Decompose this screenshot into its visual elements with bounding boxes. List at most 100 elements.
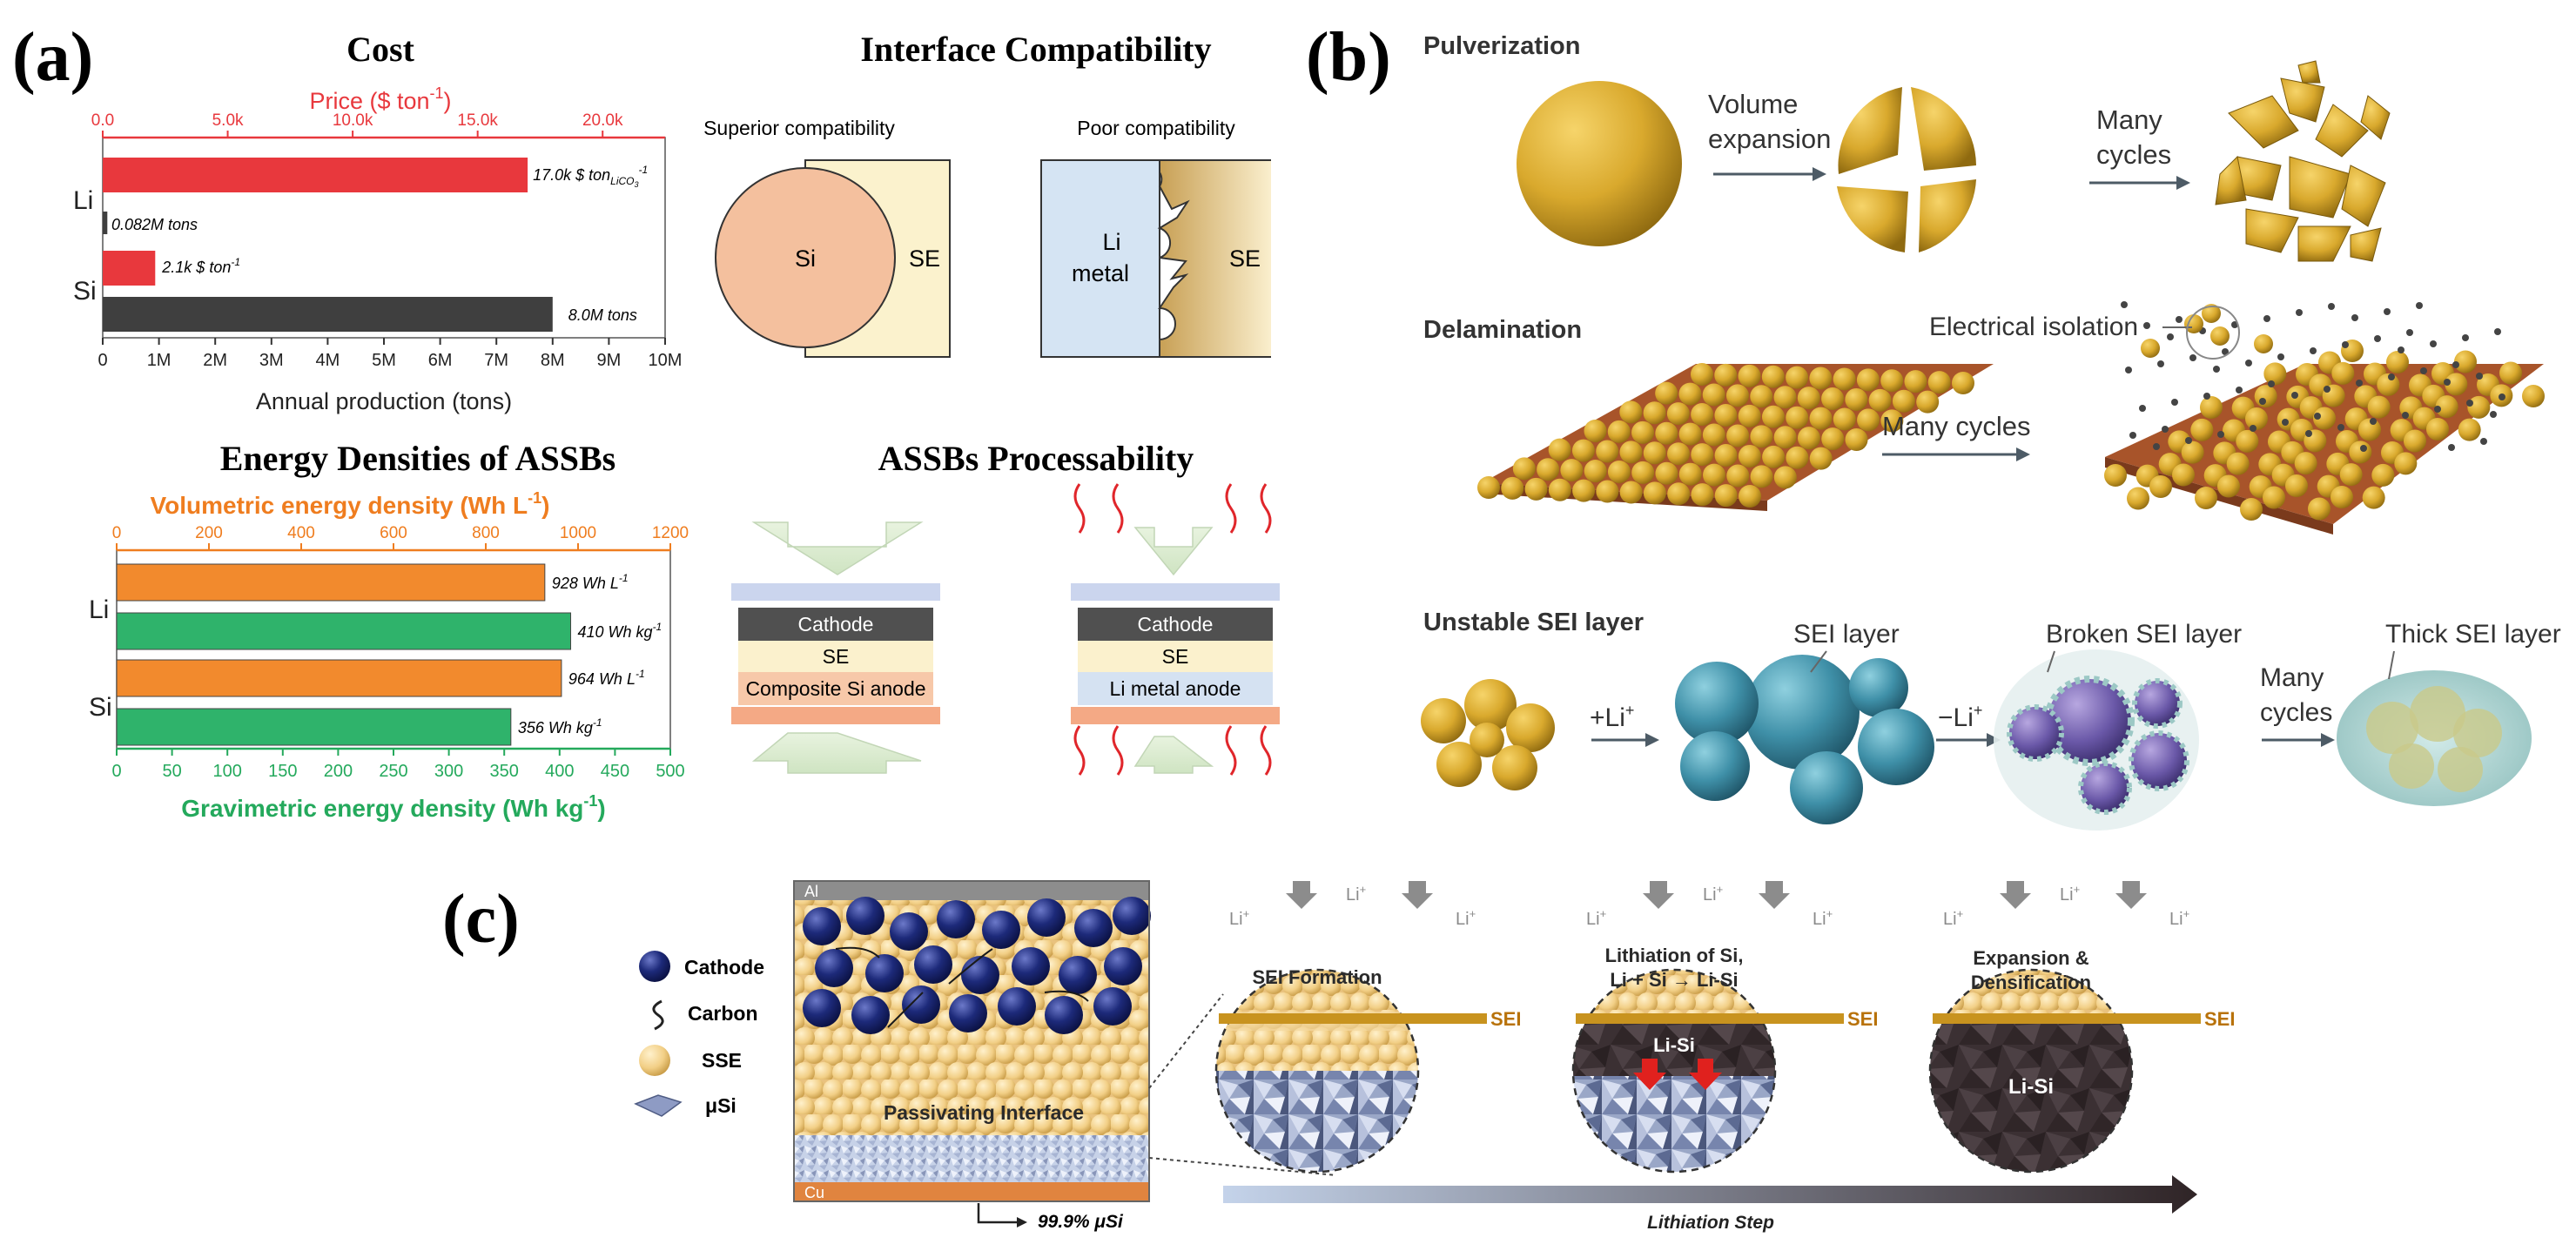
grav-tick-label: 400 [545, 762, 574, 781]
many-label: Many [2096, 104, 2162, 135]
panel-label-c: (c) [442, 881, 520, 958]
sei-band-1 [1219, 1013, 1487, 1024]
active-particle [1477, 476, 1500, 499]
cathode-label: Cathode [1138, 613, 1214, 636]
isolated-debris [2153, 443, 2160, 450]
cathode-particles [803, 897, 1151, 1034]
isolated-debris [2314, 413, 2321, 420]
active-particle [1750, 425, 1773, 448]
active-particle [1856, 368, 1880, 392]
leader-line [2388, 650, 2395, 680]
isolated-debris [2268, 380, 2275, 387]
broken-sei-label: Broken SEI layer [2046, 620, 2242, 649]
active-particle [1548, 478, 1571, 501]
cycled-particle [2349, 441, 2372, 464]
many-cycles-label-delamination: Many cycles [1882, 411, 2031, 441]
active-particle [1655, 461, 1678, 485]
isolated-debris [2282, 419, 2289, 426]
heat-wave-icon [1073, 725, 1086, 776]
isolated-debris [2189, 354, 2196, 361]
cost-title: Cost [346, 30, 414, 69]
cathode-particle [851, 996, 890, 1034]
price-tick-label: 5.0k [212, 111, 244, 130]
process-left-stack: Cathode SE Composite Si anode [731, 521, 940, 774]
superscript: + [1957, 907, 1964, 920]
isolated-debris [2416, 302, 2423, 309]
cycled-particle [2236, 429, 2259, 453]
isolated-debris [2291, 392, 2298, 399]
minus-li-label: −Li+ [1938, 702, 1982, 732]
se-layer [738, 641, 933, 672]
isolated-debris [2434, 406, 2441, 413]
production-tick-label: 3M [259, 351, 284, 370]
pulverized-fragments [2215, 60, 2391, 262]
isolated-debris [2125, 367, 2132, 373]
fresh-si-cluster [1421, 679, 1555, 790]
electrode-bed-initial [1477, 363, 1994, 511]
cycled-particle [2149, 475, 2172, 498]
cathode-particle [1104, 947, 1142, 985]
volumetric-bar [116, 659, 562, 697]
heat-wave-icon [1073, 483, 1086, 534]
si-label: Si [795, 245, 816, 272]
volumetric-bar [116, 563, 546, 602]
cycled-particle [2458, 418, 2481, 441]
detached-particle [2210, 326, 2230, 346]
li-metal-block [1040, 159, 1160, 358]
active-particle [1702, 423, 1725, 447]
isolated-debris [2167, 333, 2174, 340]
superscript: + [1470, 907, 1476, 920]
isolated-debris [2203, 393, 2210, 400]
isolated-debris [2342, 341, 2349, 348]
se-label-poor: SE [1229, 245, 1261, 272]
leader-line [1810, 650, 1827, 673]
active-particle [1809, 447, 1833, 470]
grav-tick-label: 50 [162, 762, 181, 781]
expansion-label-1: Expansion & [1973, 947, 2088, 969]
plus-li-label: +Li+ [1590, 702, 1634, 732]
superscript: -1 [231, 256, 240, 268]
si-category-label: Si [89, 693, 112, 722]
li-price-label: 17.0k $ tonLiCO3-1 [533, 164, 648, 189]
isolated-debris [2162, 426, 2169, 433]
arrow-head-icon [2321, 733, 2335, 747]
volume-label: Volume [1708, 89, 1798, 119]
active-particle [1619, 441, 1643, 464]
isolated-debris [2370, 418, 2377, 425]
isolated-debris [2121, 301, 2128, 308]
isolated-debris [2476, 373, 2483, 380]
active-particle [1714, 403, 1738, 427]
detached-particle [2202, 304, 2221, 323]
isolated-debris [2337, 424, 2344, 431]
pressure-arrow-up-small-icon [1133, 736, 1214, 774]
sse-legend-icon [639, 1045, 670, 1076]
bar-value-label: 356 Wh kg-1 [518, 716, 602, 736]
active-particle [1678, 382, 1702, 406]
fragment [2280, 77, 2325, 123]
production-tick-label: 2M [203, 351, 227, 370]
production-tick-label: 9M [597, 351, 622, 370]
lithiation-step-arrow [1223, 1175, 2197, 1214]
vol-tick-label: 1000 [560, 524, 596, 542]
isolated-debris [2356, 380, 2363, 387]
active-particle [1927, 371, 1951, 394]
cathode-particle [890, 912, 928, 951]
grav-tick-label: 450 [601, 762, 629, 781]
detached-particle [2184, 314, 2203, 333]
cathode-layer [1078, 608, 1273, 641]
electrical-isolation-label: Electrical isolation [1929, 313, 2138, 341]
delamination-heading: Delamination [1423, 316, 1582, 344]
active-particle [1548, 438, 1571, 461]
passivating-interface-label: Passivating Interface [884, 1101, 1084, 1124]
heat-wave-icon [1112, 483, 1124, 534]
cathode-particle [1113, 897, 1151, 935]
superscript: -1 [593, 716, 602, 729]
active-particle [1678, 462, 1702, 486]
isolated-debris [2176, 316, 2183, 323]
grav-axis-title: Gravimetric energy density (Wh kg-1) [181, 792, 605, 822]
active-particle [1773, 466, 1797, 489]
active-particle [1761, 405, 1785, 428]
detached-particle [2141, 339, 2160, 358]
grav-tick-label: 100 [213, 762, 242, 781]
superscript: -1 [639, 164, 649, 176]
